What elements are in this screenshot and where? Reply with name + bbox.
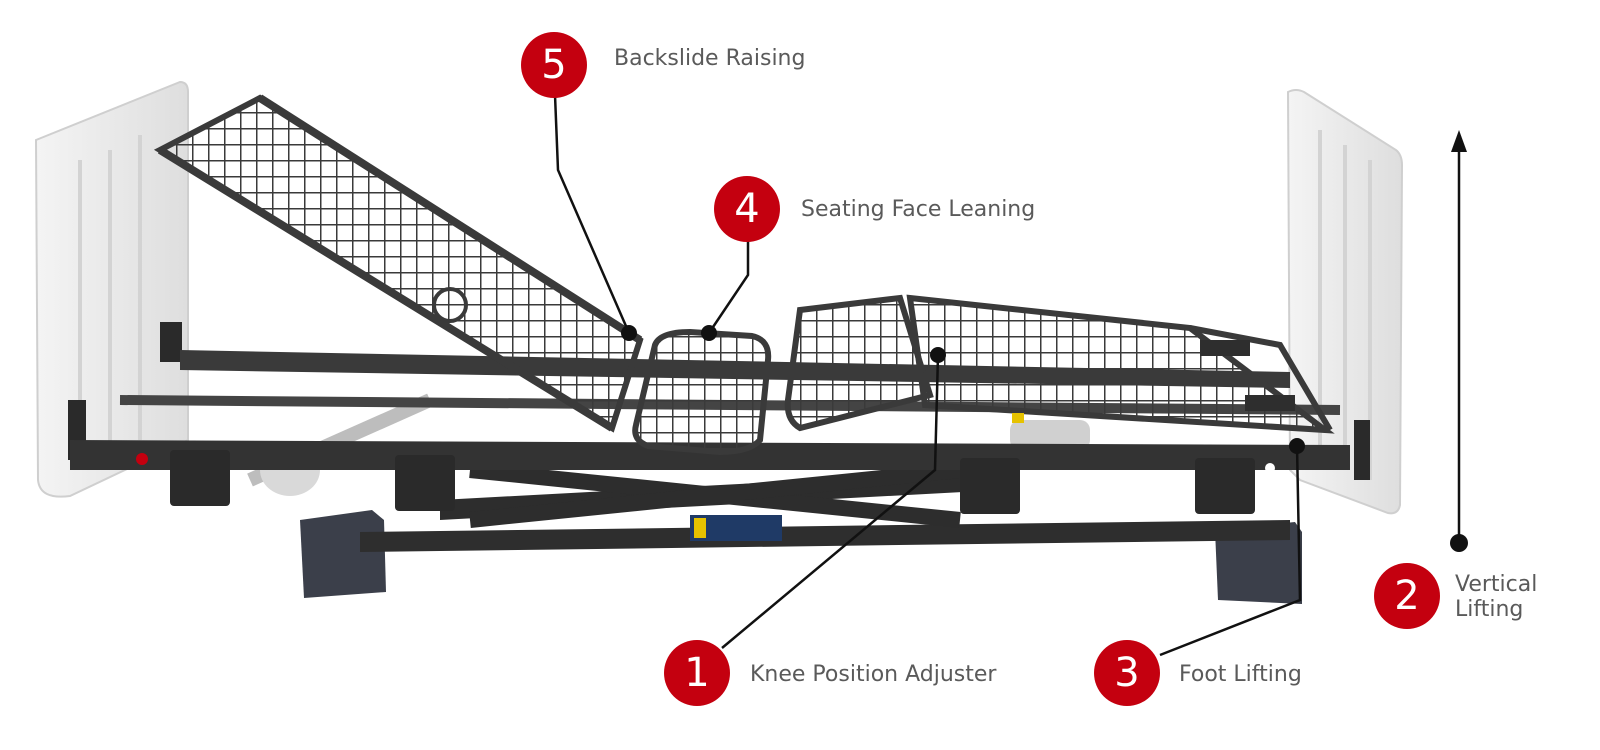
callout-1-label: Knee Position Adjuster <box>750 662 997 687</box>
leader-line-3 <box>1159 445 1302 657</box>
callout-3-label: Foot Lifting <box>1179 662 1302 687</box>
leader-dot-3 <box>1289 438 1305 454</box>
leader-dot-5 <box>621 325 637 341</box>
callout-2-label-line1: Vertical <box>1455 572 1538 597</box>
callout-2-badge: 2 <box>1374 563 1440 629</box>
callout-4-label: Seating Face Leaning <box>801 197 1036 222</box>
callout-2-label-line2: Lifting <box>1455 597 1524 622</box>
callout-1-badge: 1 <box>664 640 730 706</box>
callout-5-label: Backslide Raising <box>614 46 806 71</box>
vertical-lift-arrow <box>1450 130 1468 552</box>
leg-section <box>906 294 1335 434</box>
callout-3-badge: 3 <box>1094 640 1160 706</box>
base-feet <box>300 510 1302 604</box>
leader-line-5 <box>553 94 631 334</box>
left-headboard <box>34 80 189 498</box>
leader-dot-4 <box>701 325 717 341</box>
leader-dots <box>621 325 1305 454</box>
leader-line-4 <box>707 240 750 334</box>
seat-section <box>632 328 772 456</box>
callout-5-badge: 5 <box>521 32 587 98</box>
leader-lines <box>553 94 1302 657</box>
thigh-section <box>784 294 934 432</box>
lift-mechanism <box>247 393 1090 541</box>
callout-4-badge: 4 <box>714 176 780 242</box>
leader-line-1 <box>721 354 940 649</box>
back-section <box>153 94 644 433</box>
leader-dot-1 <box>930 347 946 363</box>
